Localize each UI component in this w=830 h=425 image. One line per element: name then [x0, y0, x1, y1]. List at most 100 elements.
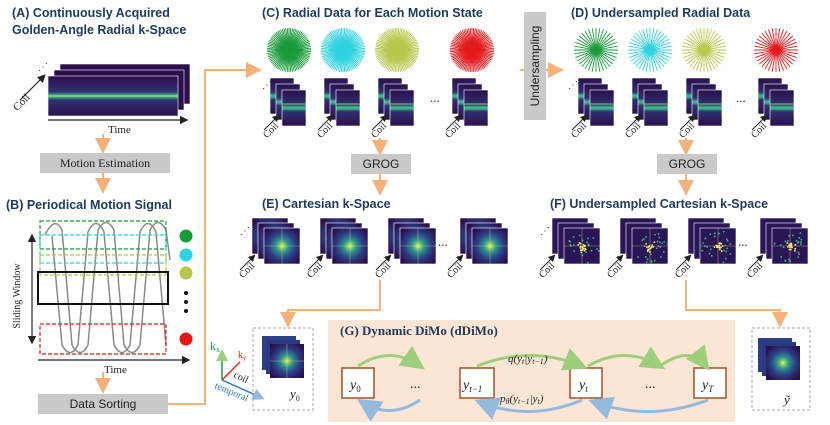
- coil-label: Coil: [237, 260, 257, 280]
- sample-point: [787, 242, 789, 244]
- sample-point: [790, 249, 792, 251]
- sample-point: [584, 248, 586, 250]
- coil-label: Coil: [673, 260, 693, 280]
- sample-point: [591, 250, 593, 252]
- sample-point: [667, 243, 669, 245]
- sample-point: [702, 250, 704, 252]
- ellipsis-g2: ...: [645, 377, 656, 392]
- sample-point: [584, 250, 586, 252]
- sample-point: [651, 261, 653, 263]
- y0-small-label: y0: [288, 386, 300, 403]
- sample-point: [709, 253, 711, 255]
- sample-point: [573, 244, 575, 246]
- panel-e-title: (E) Cartesian k-Space: [262, 197, 391, 212]
- f-to-g-arrow: [686, 280, 780, 324]
- sample-point: [714, 236, 716, 238]
- sample-point: [660, 256, 662, 258]
- sample-point: [646, 261, 648, 263]
- sample-point: [720, 243, 722, 245]
- sample-point: [710, 249, 712, 251]
- coil-label: Coil: [677, 120, 697, 140]
- panel-c-title: (C) Radial Data for Each Motion State: [262, 6, 483, 21]
- sample-point: [596, 248, 598, 250]
- e-to-g-arrow: [288, 280, 380, 324]
- sample-point: [788, 259, 790, 261]
- coil-small-label: coil: [232, 370, 250, 386]
- sample-point: [579, 235, 581, 237]
- sample-point: [726, 239, 728, 241]
- panel-g-title: (G) Dynamic DiMo (dDiMo): [340, 323, 498, 338]
- panel-a-title: (A) Continuously Acquired: [12, 6, 170, 21]
- sample-point: [646, 246, 648, 248]
- sample-point: [580, 243, 582, 245]
- sample-point: [648, 246, 650, 248]
- sample-point: [657, 241, 659, 243]
- grog-box-right: GROG: [657, 154, 717, 174]
- radial-spokes-d: [574, 28, 798, 72]
- sample-point: [791, 247, 793, 249]
- coil-label: Coil: [537, 260, 557, 280]
- ellipsis: ⋰: [568, 80, 578, 91]
- coil-label: Coil: [745, 260, 765, 280]
- panel-a-subtitle: Golden-Angle Radial k-Space: [12, 23, 186, 38]
- ellipsis-e: ...: [438, 234, 448, 249]
- raw-kspace-stack: [48, 64, 190, 116]
- ellipsis: ⋰: [540, 226, 550, 237]
- sample-point: [641, 239, 643, 241]
- undersampling-label: Undersampling: [525, 26, 545, 107]
- coil-label: Coil: [305, 260, 325, 280]
- sample-point: [798, 237, 800, 239]
- state-dot-cyan: [180, 249, 193, 262]
- sample-point: [709, 233, 711, 235]
- radial-stacks-d: CoilCoilCoilCoil⋰...: [568, 78, 794, 141]
- coil-label: Coil: [261, 120, 281, 140]
- radial-frame: [590, 90, 614, 126]
- sample-point: [658, 233, 660, 235]
- sliding-window-label: Sliding Window: [12, 263, 23, 329]
- sample-point: [598, 250, 600, 252]
- grog-box-left: GROG: [351, 154, 411, 174]
- sample-point: [795, 244, 797, 246]
- sample-point: [785, 241, 787, 243]
- sample-point: [583, 244, 585, 246]
- coil-ellipsis-a: ⋰: [38, 62, 48, 73]
- sample-point: [702, 242, 704, 244]
- coil-label: Coil: [443, 120, 463, 140]
- sample-point: [714, 233, 716, 235]
- sample-point: [792, 235, 794, 237]
- sample-point: [730, 253, 732, 255]
- sample-point: [721, 250, 723, 252]
- ky-label: ky: [238, 350, 247, 362]
- sample-point: [718, 233, 720, 235]
- radial-frame: [770, 90, 794, 126]
- motion-estimation-box: Motion Estimation: [40, 153, 170, 173]
- sample-point: [705, 238, 707, 240]
- ytilde-volume: [758, 338, 800, 380]
- sample-point: [659, 241, 661, 243]
- sample-point: [714, 246, 716, 248]
- radial-stacks-c: CoilCoilCoilCoil⋰...: [261, 78, 488, 141]
- sample-point: [800, 243, 802, 245]
- sample-point: [645, 236, 647, 238]
- panel-d-title: (D) Undersampled Radial Data: [571, 6, 750, 21]
- sample-point: [797, 256, 799, 258]
- sample-point: [661, 243, 663, 245]
- radial-frame: [390, 90, 414, 126]
- sample-point: [643, 238, 645, 240]
- sample-point: [787, 240, 789, 242]
- sample-point: [727, 240, 729, 242]
- ellipsis: ⋰: [262, 80, 272, 91]
- motion-signal-plot: [32, 221, 188, 360]
- sample-point: [568, 240, 570, 242]
- panel-b-title: (B) Periodical Motion Signal: [6, 198, 172, 213]
- sample-point: [586, 241, 588, 243]
- sample-point: [647, 250, 649, 252]
- sample-point: [654, 234, 656, 236]
- sample-point: [663, 241, 665, 243]
- sample-point: [660, 246, 662, 248]
- state-dot-green: [180, 230, 193, 243]
- panel-f-title: (F) Undersampled Cartesian k-Space: [550, 197, 768, 212]
- sample-point: [725, 258, 727, 260]
- cartesian-stacks-f: CoilCoilCoilCoil⋰...: [537, 218, 808, 281]
- sample-point: [774, 243, 776, 245]
